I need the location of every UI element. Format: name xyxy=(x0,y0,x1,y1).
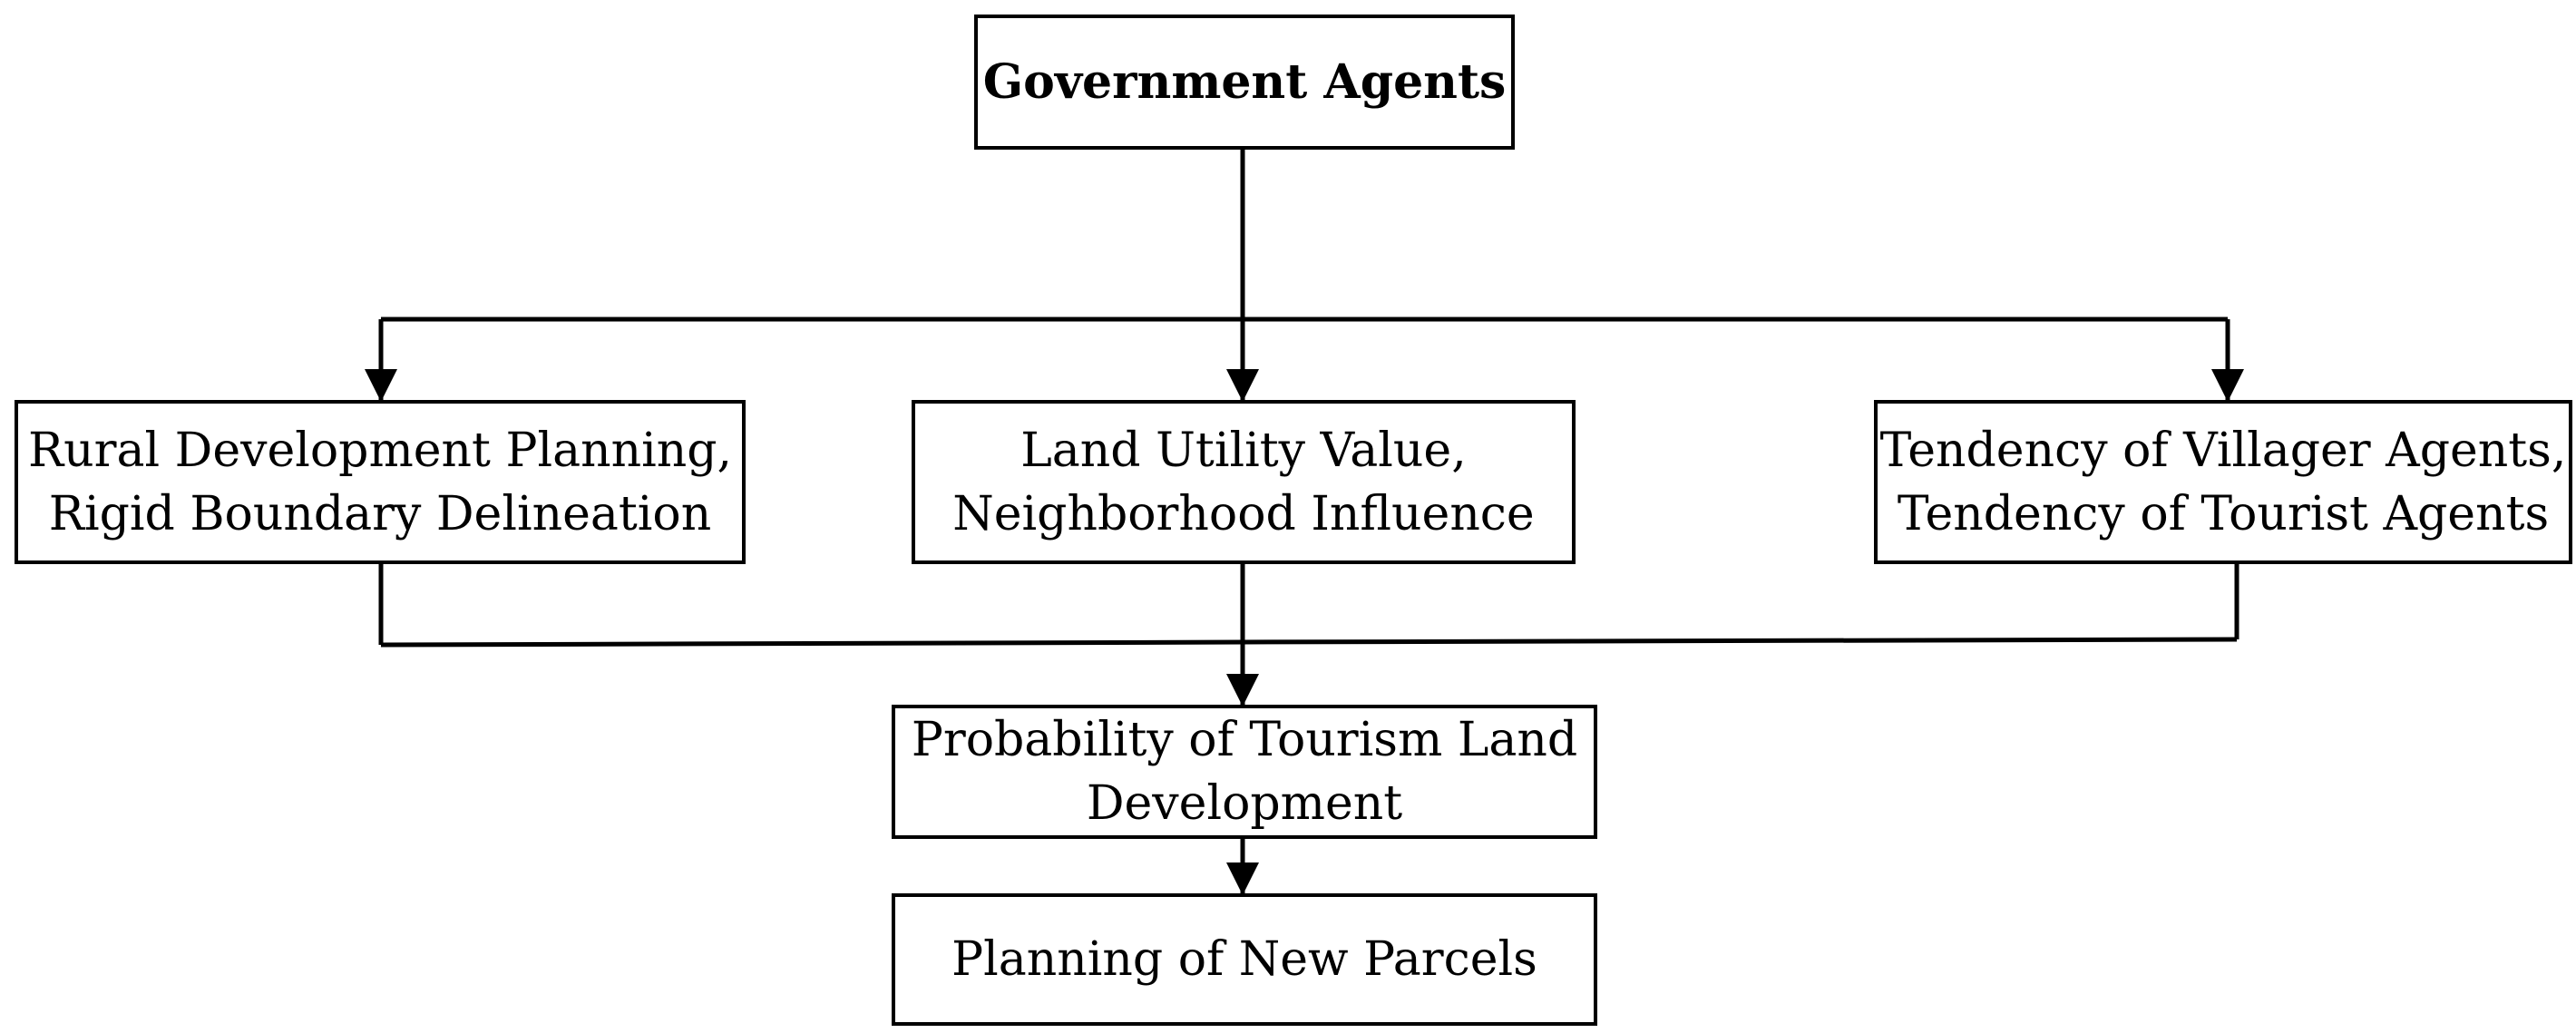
node-probability-line-1: Probability of Tourism Land xyxy=(911,713,1578,767)
node-government-agents-line-1: Government Agents xyxy=(982,54,1507,110)
node-land-utility-value-line-2: Neighborhood Influence xyxy=(952,486,1535,541)
node-tendency-of-agents-line-2: Tendency of Tourist Agents xyxy=(1897,486,2550,541)
node-rural-development-planning-line-2: Rigid Boundary Delineation xyxy=(48,486,712,541)
node-rural-development-planning-line-1: Rural Development Planning, xyxy=(27,423,733,478)
node-probability-line-2: Development xyxy=(1086,776,1403,831)
node-tendency-of-agents: Tendency of Villager Agents, Tendency of… xyxy=(1874,400,2572,564)
edge-collector-right xyxy=(1242,637,2238,645)
node-government-agents: Government Agents xyxy=(974,15,1515,150)
node-land-utility-value: Land Utility Value, Neighborhood Influen… xyxy=(912,400,1576,564)
node-planning-of-new-parcels-line-1: Planning of New Parcels xyxy=(951,932,1537,987)
node-land-utility-value-line-1: Land Utility Value, xyxy=(1020,423,1467,478)
node-planning-of-new-parcels: Planning of New Parcels xyxy=(892,893,1597,1026)
node-probability-of-tourism-land-development: Probability of Tourism Land Development xyxy=(892,705,1597,839)
node-tendency-of-agents-line-1: Tendency of Villager Agents, xyxy=(1879,423,2567,478)
node-rural-development-planning: Rural Development Planning, Rigid Bounda… xyxy=(15,400,746,564)
edge-collector-left xyxy=(380,639,1244,648)
